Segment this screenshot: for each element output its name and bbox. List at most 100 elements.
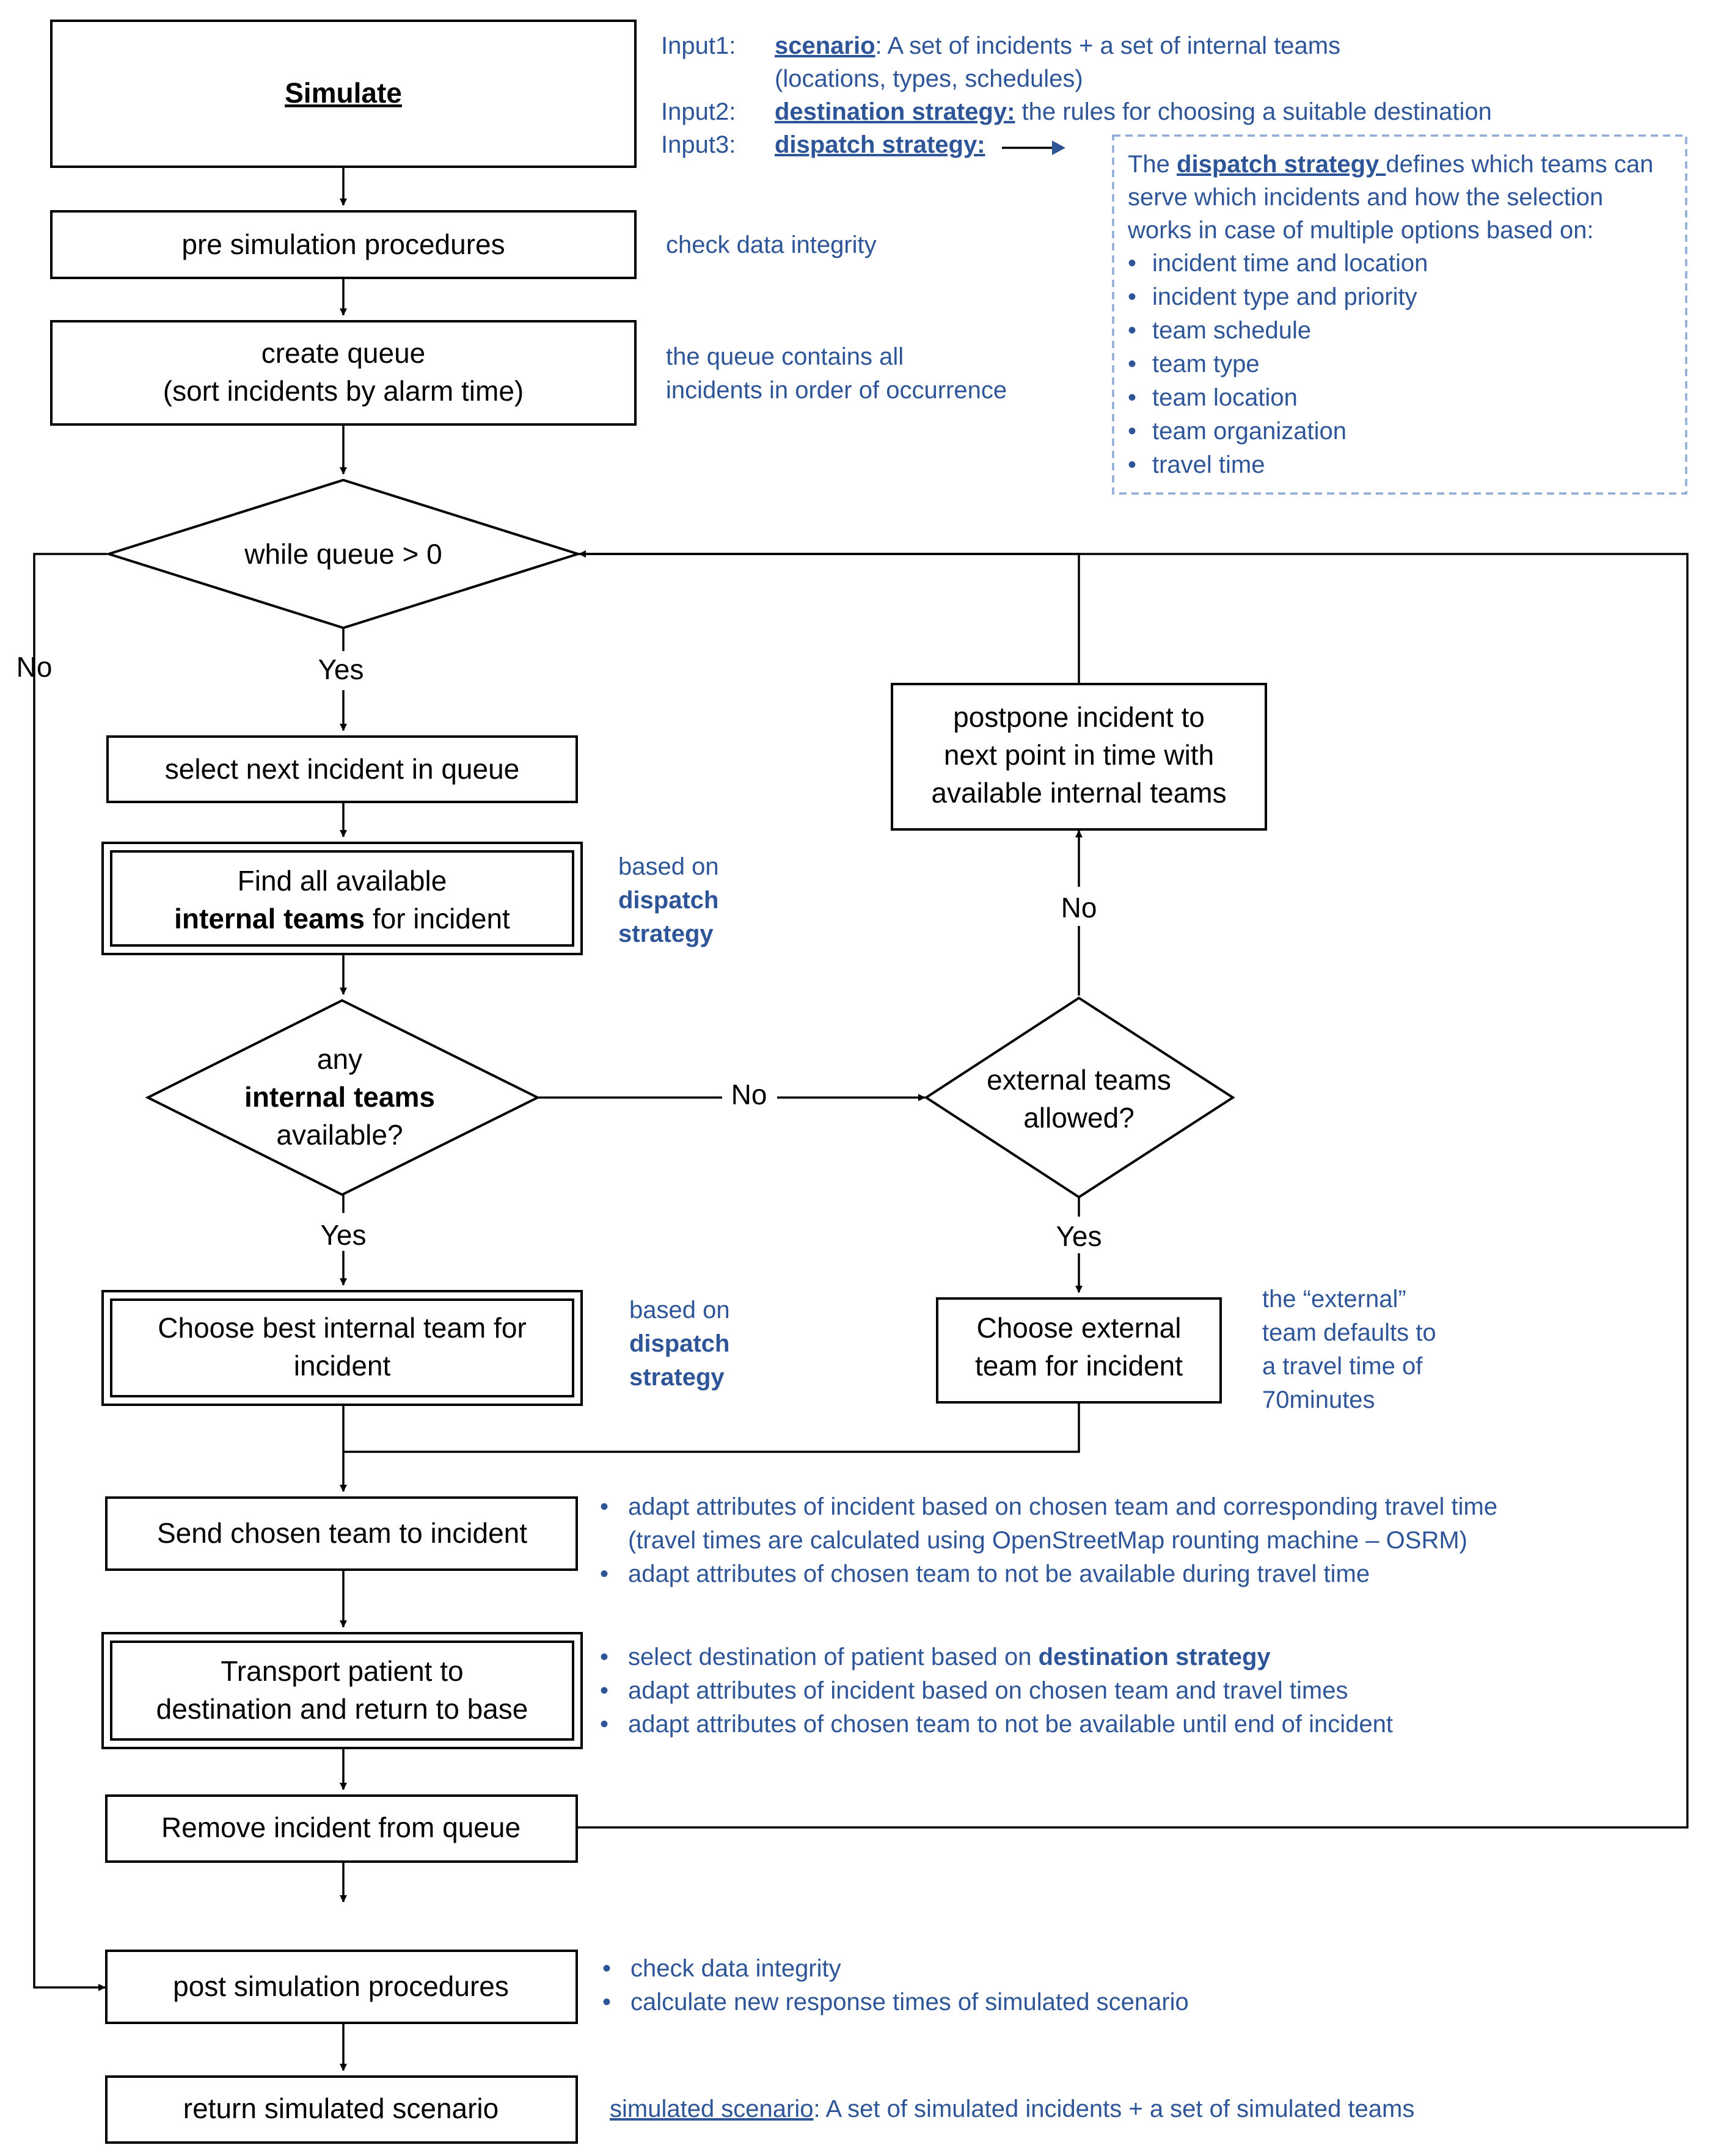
choose-internal-label-1: Choose best internal team for (158, 1312, 526, 1344)
note-send-bullet-2: adapt attributes of chosen team to not b… (628, 1561, 1370, 1587)
postpone-label-2: next point in time with (944, 739, 1214, 771)
bullet-marker: • (1128, 351, 1136, 377)
dispatch-bullet: travel time (1152, 451, 1265, 478)
input1-term: scenario (775, 32, 875, 59)
input2-line: destination strategy: the rules for choo… (775, 98, 1492, 125)
pre-simulation-label: pre simulation procedures (181, 228, 505, 260)
simulate-label: Simulate (285, 77, 402, 109)
edge-label-no-internal: No (731, 1079, 767, 1110)
note-output: simulated scenario: A set of simulated i… (610, 2096, 1414, 2122)
decision-external-teams-allowed: external teams allowed? (924, 996, 1235, 1199)
bullet-marker: • (1128, 418, 1136, 445)
node-remove-incident: Remove incident from queue (105, 1794, 578, 1863)
edge-label-yes-while: Yes (318, 654, 364, 685)
bullet-marker: • (1128, 451, 1136, 478)
note-transport-bullet-3: adapt attributes of chosen team to not b… (628, 1711, 1393, 1738)
note-send-bullet-1: adapt attributes of incident based on ch… (628, 1493, 1497, 1520)
input1-key: Input1: (661, 32, 736, 59)
note-send-bullet-1-cont: (travel times are calculated using OpenS… (628, 1527, 1467, 1554)
input2-term: destination strategy: (775, 98, 1015, 125)
find-all-label-2: internal teams for incident (174, 903, 510, 934)
note-queue-1: the queue contains all (666, 343, 904, 370)
bullet-marker: • (1128, 283, 1136, 310)
bullet-marker: • (600, 1561, 608, 1587)
input3-term: dispatch strategy: (775, 131, 985, 158)
inputs-annotation: Input1: scenario: A set of incidents + a… (661, 32, 1492, 158)
dispatch-bullet: team location (1152, 384, 1298, 411)
node-return-simulated-scenario: return simulated scenario (105, 2075, 578, 2144)
bullet-marker: • (1128, 250, 1136, 277)
external-label-1: external teams (987, 1064, 1171, 1096)
transport-label-2: destination and return to base (156, 1693, 528, 1725)
edge-labels: Yes No No Yes No Yes (16, 651, 1102, 1252)
dispatch-bullet: team organization (1152, 418, 1346, 445)
decision-while-queue: while queue > 0 (104, 478, 582, 630)
bullet-marker: • (600, 1644, 608, 1670)
dispatch-bullet: incident time and location (1152, 250, 1428, 277)
note-transport-bullet-1: select destination of patient based on d… (628, 1644, 1271, 1670)
dispatch-line-3: works in case of multiple options based … (1127, 217, 1594, 244)
edge-label-yes-external: Yes (1056, 1220, 1102, 1252)
postpone-label-3: available internal teams (931, 777, 1226, 809)
dispatch-line-1-term: dispatch strategy (1177, 151, 1386, 178)
edge-label-no-external: No (1061, 892, 1097, 923)
note-transport-bullet-1a: select destination of patient based on (628, 1644, 1039, 1670)
find-all-term: internal teams (174, 903, 365, 934)
choose-external-label-1: Choose external (977, 1312, 1182, 1344)
note-queue-2: incidents in order of occurrence (666, 377, 1007, 404)
edge-label-no-while: No (16, 651, 53, 683)
note-based-on-2c: strategy (629, 1364, 725, 1391)
transport-label-1: Transport patient to (221, 1655, 463, 1687)
node-send-chosen-team: Send chosen team to incident (105, 1496, 578, 1571)
dispatch-bullet: team type (1152, 351, 1260, 377)
any-label-1: any (317, 1043, 362, 1075)
remove-label: Remove incident from queue (161, 1812, 521, 1843)
note-external-2: team defaults to (1262, 1319, 1436, 1346)
bullet-marker: • (602, 1955, 611, 1982)
node-create-queue: create queue (sort incidents by alarm ti… (50, 320, 637, 426)
any-label-2: internal teams (244, 1081, 435, 1113)
create-queue-label-2: (sort incidents by alarm time) (163, 375, 524, 407)
return-label: return simulated scenario (183, 2092, 499, 2124)
select-next-label: select next incident in queue (165, 753, 520, 785)
note-external-3: a travel time of (1262, 1353, 1423, 1380)
note-external-4: 70minutes (1262, 1386, 1375, 1413)
dispatch-line-2: serve which incidents and how the select… (1128, 184, 1603, 211)
dispatch-line-1: The dispatch strategy defines which team… (1128, 151, 1653, 178)
choose-external-label-2: team for incident (975, 1350, 1183, 1382)
find-all-label-1: Find all available (238, 865, 447, 897)
side-notes: check data integrity the queue contains … (600, 231, 1497, 2122)
node-pre-simulation: pre simulation procedures (50, 210, 637, 279)
note-check-integrity: check data integrity (666, 231, 877, 258)
node-post-simulation: post simulation procedures (105, 1950, 578, 2024)
node-find-internal-teams: Find all available internal teams for in… (101, 842, 583, 955)
post-simulation-label: post simulation procedures (173, 1970, 509, 2002)
dispatch-bullet: incident type and priority (1152, 283, 1417, 310)
node-simulate: Simulate (50, 20, 637, 168)
bullet-marker: • (600, 1711, 608, 1738)
note-post-bullet-2: calculate new response times of simulate… (630, 1989, 1189, 2016)
dispatch-line-1b: defines which teams can (1386, 151, 1653, 178)
node-choose-external-team: Choose external team for incident (936, 1297, 1222, 1404)
output-text: : A set of simulated incidents + a set o… (814, 2096, 1415, 2122)
postpone-label-1: postpone incident to (953, 701, 1205, 733)
dispatch-strategy-box: The dispatch strategy defines which team… (1112, 134, 1687, 495)
note-transport-term: destination strategy (1039, 1644, 1271, 1670)
node-select-next-incident: select next incident in queue (106, 735, 578, 803)
dispatch-line-1a: The (1128, 151, 1177, 178)
note-transport-bullet-2: adapt attributes of incident based on ch… (628, 1677, 1348, 1704)
note-based-on-1a: based on (618, 853, 719, 880)
input1-text2: (locations, types, schedules) (775, 65, 1083, 92)
edge-label-yes-internal: Yes (320, 1219, 366, 1251)
bullet-marker: • (600, 1493, 608, 1520)
node-transport-patient: Transport patient to destination and ret… (101, 1632, 583, 1749)
dispatch-bullets: • incident time and location • incident … (1128, 250, 1428, 478)
node-postpone-incident: postpone incident to next point in time … (891, 683, 1267, 831)
note-external-1: the “external” (1262, 1286, 1406, 1313)
output-term: simulated scenario (610, 2096, 814, 2122)
bullet-marker: • (1128, 384, 1136, 411)
input2-text: the rules for choosing a suitable destin… (1015, 98, 1492, 125)
input2-key: Input2: (661, 98, 736, 125)
external-label-2: allowed? (1023, 1102, 1135, 1134)
